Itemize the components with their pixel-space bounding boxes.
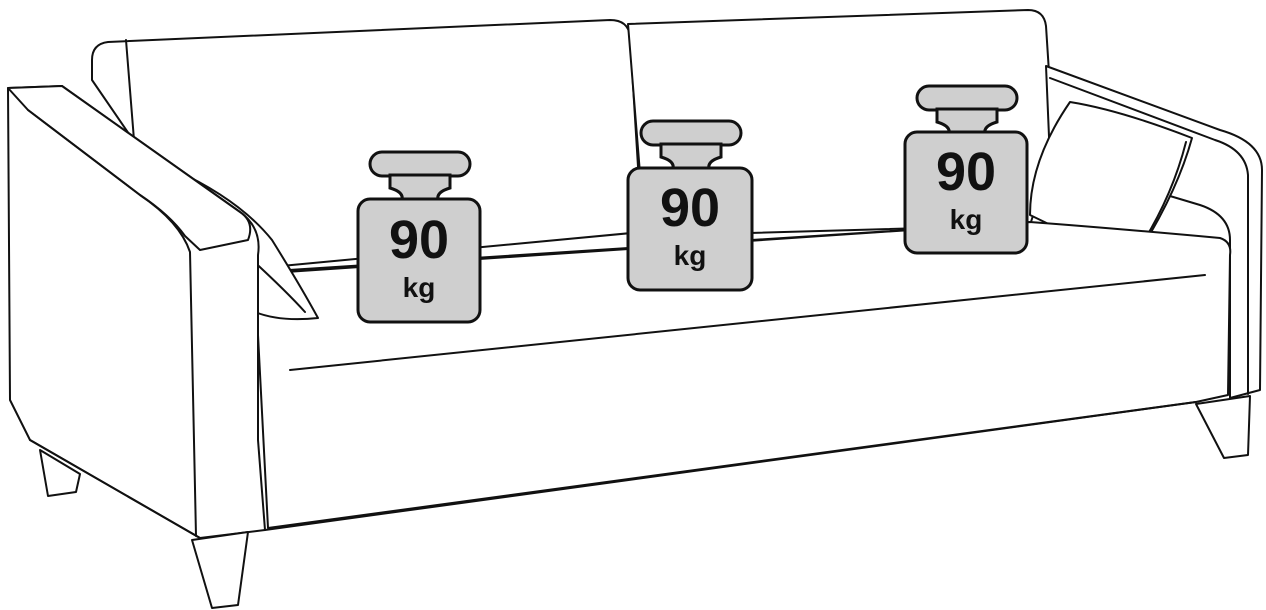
weight-center-value: 90 [660, 178, 720, 238]
leg-front-right [1195, 395, 1251, 459]
weight-right-value: 90 [936, 142, 996, 202]
weight-center-unit: kg [674, 240, 707, 271]
weight-center-handle [639, 119, 743, 147]
leg-front-left [191, 531, 249, 609]
back-cushion-left-fold [125, 39, 135, 141]
seat-front-seam [289, 274, 1206, 371]
left-armrest-inner [27, 109, 197, 537]
weight-center-body [626, 166, 754, 292]
left-armrest-bottom [29, 439, 201, 539]
weight-right-handle [915, 84, 1019, 112]
weight-right-body [903, 130, 1029, 255]
weight-left: 90 kg [356, 150, 482, 324]
weight-left-body [356, 197, 482, 324]
sofa-base [264, 401, 1197, 531]
weight-center: 90 kg [626, 119, 754, 292]
weight-left-handle [368, 150, 472, 178]
weight-left-value: 90 [389, 210, 449, 270]
leg-back-left [39, 449, 81, 497]
right-armrest-edge [1049, 77, 1249, 395]
weight-left-unit: kg [403, 272, 436, 303]
weight-right: 90 kg [903, 84, 1029, 255]
weight-right-unit: kg [950, 204, 983, 235]
